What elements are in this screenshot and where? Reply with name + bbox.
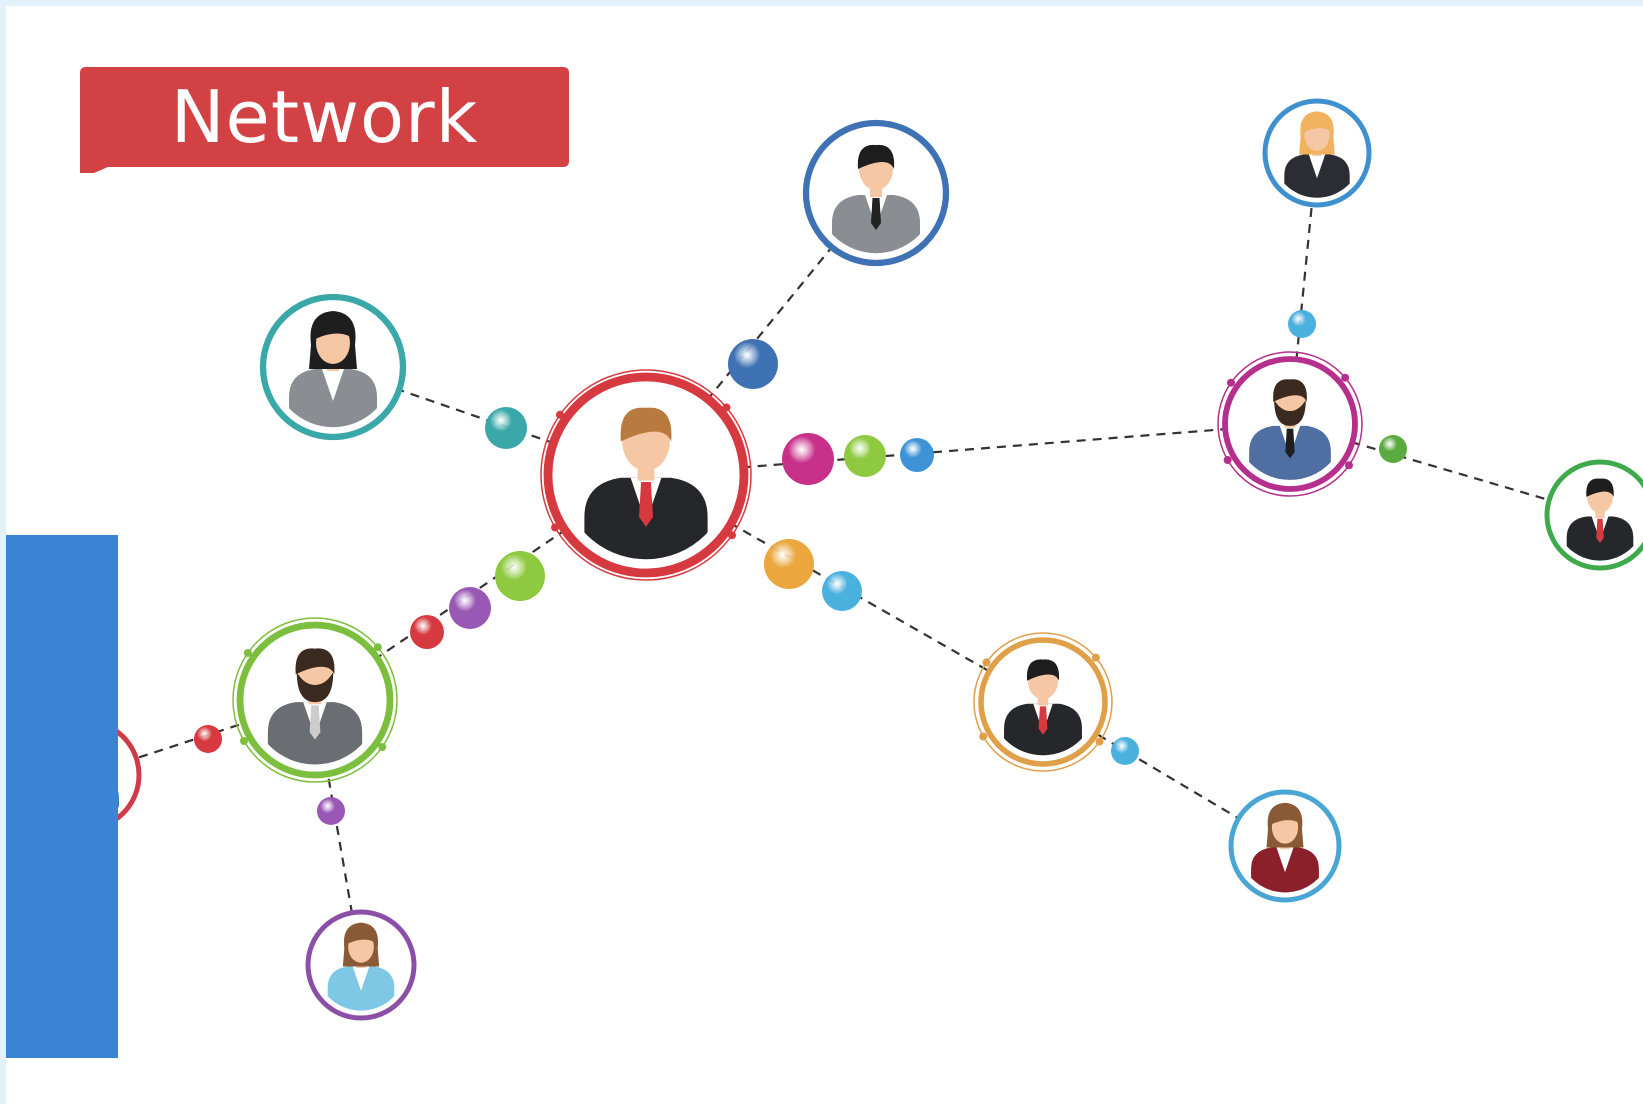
diagram-canvas: Network bbox=[6, 6, 1643, 1104]
connector-bead bbox=[495, 551, 545, 601]
node-halo bbox=[540, 369, 752, 581]
connector-bead bbox=[844, 435, 886, 477]
node-halo bbox=[232, 617, 398, 783]
person-icon bbox=[289, 311, 377, 428]
node-dot bbox=[239, 737, 248, 745]
person-icon bbox=[267, 648, 363, 765]
node-dot bbox=[1223, 456, 1232, 464]
node-center bbox=[540, 369, 752, 581]
node-orange-hub bbox=[973, 632, 1113, 772]
node-left-woman bbox=[259, 293, 407, 441]
connector-bead bbox=[485, 407, 527, 449]
person-icon bbox=[1566, 478, 1634, 561]
node-dot bbox=[1095, 737, 1104, 746]
connector-bead bbox=[1379, 435, 1407, 463]
person-icon bbox=[1249, 379, 1331, 480]
connector-bead bbox=[782, 433, 834, 485]
node-dot bbox=[551, 523, 560, 532]
person-icon bbox=[832, 144, 920, 254]
node-dot bbox=[982, 658, 991, 667]
node-dot bbox=[1091, 653, 1100, 662]
node-dot bbox=[243, 648, 252, 657]
connector-bead bbox=[764, 539, 814, 589]
node-right-hub bbox=[1217, 351, 1363, 497]
node-dot bbox=[979, 732, 988, 741]
node-bottom-left bbox=[305, 909, 417, 1021]
side-panel bbox=[6, 535, 118, 1058]
banner-shape bbox=[80, 67, 569, 179]
node-dot bbox=[555, 410, 564, 419]
connector-bead bbox=[449, 587, 491, 629]
person-icon bbox=[1284, 111, 1350, 198]
person-icon bbox=[1251, 802, 1319, 893]
link-center-top bbox=[645, 192, 877, 476]
links bbox=[84, 152, 1601, 966]
node-dot bbox=[1344, 461, 1353, 470]
connector-bead bbox=[410, 615, 444, 649]
node-dot bbox=[378, 743, 387, 752]
link-center-right-hub bbox=[645, 422, 1291, 477]
page-title: Network bbox=[170, 75, 479, 159]
node-dot bbox=[1341, 373, 1350, 382]
node-dot bbox=[1227, 378, 1236, 387]
beads bbox=[194, 310, 1407, 825]
node-top-right bbox=[1262, 98, 1372, 208]
nodes bbox=[28, 98, 1643, 1021]
connector-bead bbox=[1288, 310, 1316, 338]
person-icon bbox=[584, 407, 708, 560]
connector-bead bbox=[728, 339, 778, 389]
person-icon bbox=[1004, 659, 1082, 756]
connector-bead bbox=[317, 797, 345, 825]
node-dot bbox=[722, 403, 731, 412]
node-dot bbox=[728, 531, 737, 540]
node-bottom-right bbox=[1228, 789, 1342, 903]
node-left-hub bbox=[232, 617, 398, 783]
connector-bead bbox=[900, 438, 934, 472]
node-halo bbox=[973, 632, 1113, 772]
connector-bead bbox=[1111, 737, 1139, 765]
person-icon bbox=[327, 922, 395, 1011]
title-banner: Network bbox=[80, 67, 569, 179]
node-dot bbox=[373, 643, 382, 652]
node-top bbox=[802, 119, 950, 267]
node-far-right bbox=[1544, 459, 1643, 571]
connector-bead bbox=[194, 725, 222, 753]
connector-bead bbox=[822, 571, 862, 611]
node-halo bbox=[1217, 351, 1363, 497]
